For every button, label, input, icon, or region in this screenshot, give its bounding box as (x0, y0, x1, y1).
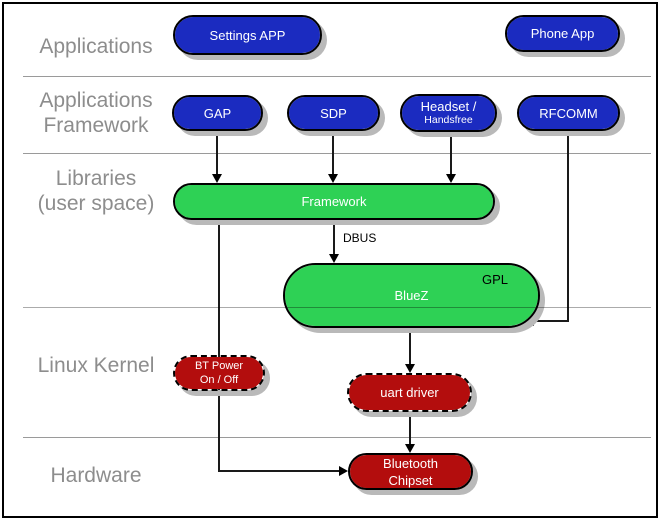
node-bluez: GPL BlueZ (283, 263, 540, 328)
node-label: SDP (320, 105, 347, 121)
arrowhead-uart-chipset (405, 444, 415, 453)
arrowhead-bluez-uart (405, 364, 415, 373)
edge-rfcomm-bluez-horizontal (534, 320, 569, 322)
edge-bluez-uart (409, 328, 411, 365)
node-settings-app: Settings APP (173, 15, 322, 55)
edge-gap-framework (216, 131, 218, 175)
node-label: Framework (301, 194, 367, 209)
node-label: uart driver (380, 385, 439, 400)
node-label: GAP (203, 105, 232, 121)
edge-framework-chipset-vertical (218, 220, 220, 472)
node-framework: Framework (173, 183, 495, 220)
layer-label-line: Framework (43, 114, 149, 137)
node-bt-power: BT Power On / Off (173, 355, 265, 391)
layer-separator-1 (23, 76, 651, 77)
arrowhead-framework-chipset (339, 466, 348, 476)
layer-label-applications: Applications (16, 34, 176, 59)
layer-separator-3 (23, 307, 651, 308)
node-label: RFCOMM (539, 105, 598, 121)
node-bluetooth-chipset: Bluetooth Chipset (348, 453, 473, 490)
edge-framework-chipset-horizontal (218, 470, 340, 472)
layer-separator-2 (23, 153, 651, 154)
node-label: Handsfree (424, 113, 473, 126)
layer-label-line: Libraries (55, 167, 137, 190)
layer-label-line: (user space) (37, 192, 155, 215)
edge-sdp-framework (332, 131, 334, 175)
node-uart-driver: uart driver (347, 373, 472, 412)
layer-label-hardware: Hardware (16, 463, 176, 488)
arrowhead-headset-framework (446, 174, 456, 183)
layer-separator-4 (23, 437, 651, 438)
node-label: Bluetooth (383, 455, 438, 471)
layer-label-libraries: Libraries (user space) (16, 166, 176, 216)
outer-border (2, 2, 658, 518)
arrowhead-rfcomm-bluez (525, 316, 534, 326)
layer-label-line: Linux Kernel (37, 354, 155, 377)
layer-label-line: Applications (39, 35, 153, 58)
layer-label-line: Hardware (50, 464, 142, 487)
node-phone-app: Phone App (505, 15, 620, 52)
layer-label-applications-framework: Applications Framework (16, 88, 176, 138)
dbus-edge-label: DBUS (343, 231, 377, 245)
node-label: BT Power (194, 360, 244, 372)
node-rfcomm: RFCOMM (517, 95, 620, 131)
layer-label-linux-kernel: Linux Kernel (16, 353, 176, 378)
node-headset-handsfree: Headset / Handsfree (400, 94, 497, 132)
node-gap: GAP (172, 95, 263, 131)
gpl-badge: GPL (481, 272, 508, 287)
edge-framework-bluez-dbus (333, 220, 335, 255)
node-label: Chipset (388, 472, 433, 488)
node-sdp: SDP (287, 95, 380, 131)
node-label: BlueZ (394, 288, 429, 303)
edge-rfcomm-bluez-vertical (567, 131, 569, 321)
node-label: Phone App (530, 26, 595, 41)
node-label: Headset / (420, 98, 477, 114)
node-label: On / Off (199, 374, 239, 386)
edge-headset-framework (450, 132, 452, 175)
node-label: Settings APP (209, 27, 286, 43)
edge-uart-chipset (409, 411, 411, 445)
arrowhead-gap-framework (212, 174, 222, 183)
layer-label-line: Applications (39, 89, 153, 112)
arrowhead-sdp-framework (328, 174, 338, 183)
arrowhead-framework-bluez (329, 254, 339, 263)
